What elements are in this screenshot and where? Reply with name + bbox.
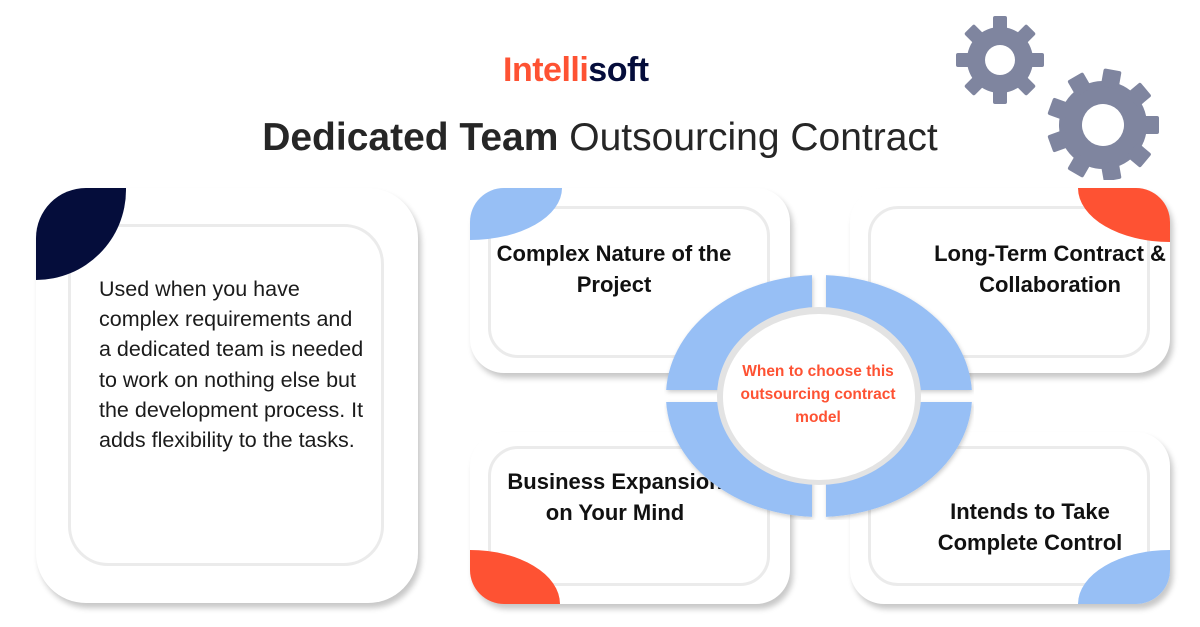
ring-center xyxy=(723,314,915,480)
gear-icon-large xyxy=(1047,68,1159,180)
title-bold: Dedicated Team xyxy=(262,116,559,159)
center-ring-diagram xyxy=(666,275,972,517)
description-text: Used when you have complex requirements … xyxy=(99,277,364,453)
reason-label: Intends to Take Complete Control xyxy=(937,499,1123,555)
center-caption: When to choose this outsourcing contract… xyxy=(740,363,896,426)
gear-icon-small xyxy=(956,16,1044,104)
logo-text-intelli: Intelli xyxy=(503,51,589,89)
intellisoft-logo: Intellisoft xyxy=(503,50,649,90)
title-regular: Outsourcing Contract xyxy=(569,116,938,159)
reason-label: Business Expansion on Your Mind xyxy=(507,469,723,525)
page-title: Dedicated Team Outsourcing Contract xyxy=(0,114,1200,162)
reason-label: Long-Term Contract & Collaboration xyxy=(934,241,1166,297)
gears-decoration xyxy=(956,16,1159,180)
reason-label: Complex Nature of the Project xyxy=(496,241,732,297)
description-card: Used when you have complex requirements … xyxy=(36,188,418,603)
description-card-inner xyxy=(68,224,384,566)
logo-text-soft: soft xyxy=(588,51,649,89)
card-inner xyxy=(868,206,1150,358)
reason-card-business-expansion: Business Expansion on Your Mind xyxy=(470,432,790,604)
